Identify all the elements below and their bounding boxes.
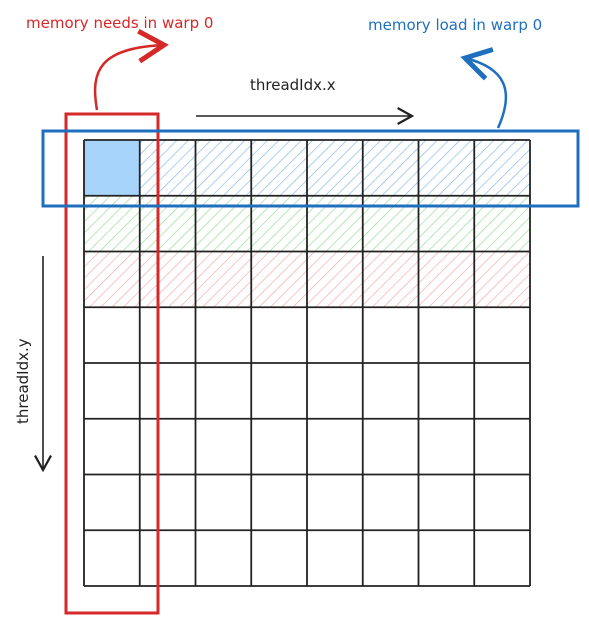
y-axis-label: threadIdx.y xyxy=(14,338,32,424)
blue-note-label: memory load in warp 0 xyxy=(368,16,542,34)
warp-load-row-box xyxy=(41,129,580,208)
warp-needs-column-box xyxy=(64,112,160,615)
highlighted-cell xyxy=(84,140,140,196)
blue-curved-arrow xyxy=(460,47,508,129)
red-note-label: memory needs in warp 0 xyxy=(26,14,213,32)
red-curved-arrow xyxy=(93,28,169,111)
thread-grid xyxy=(83,139,531,587)
x-axis-label: threadIdx.x xyxy=(250,76,336,94)
